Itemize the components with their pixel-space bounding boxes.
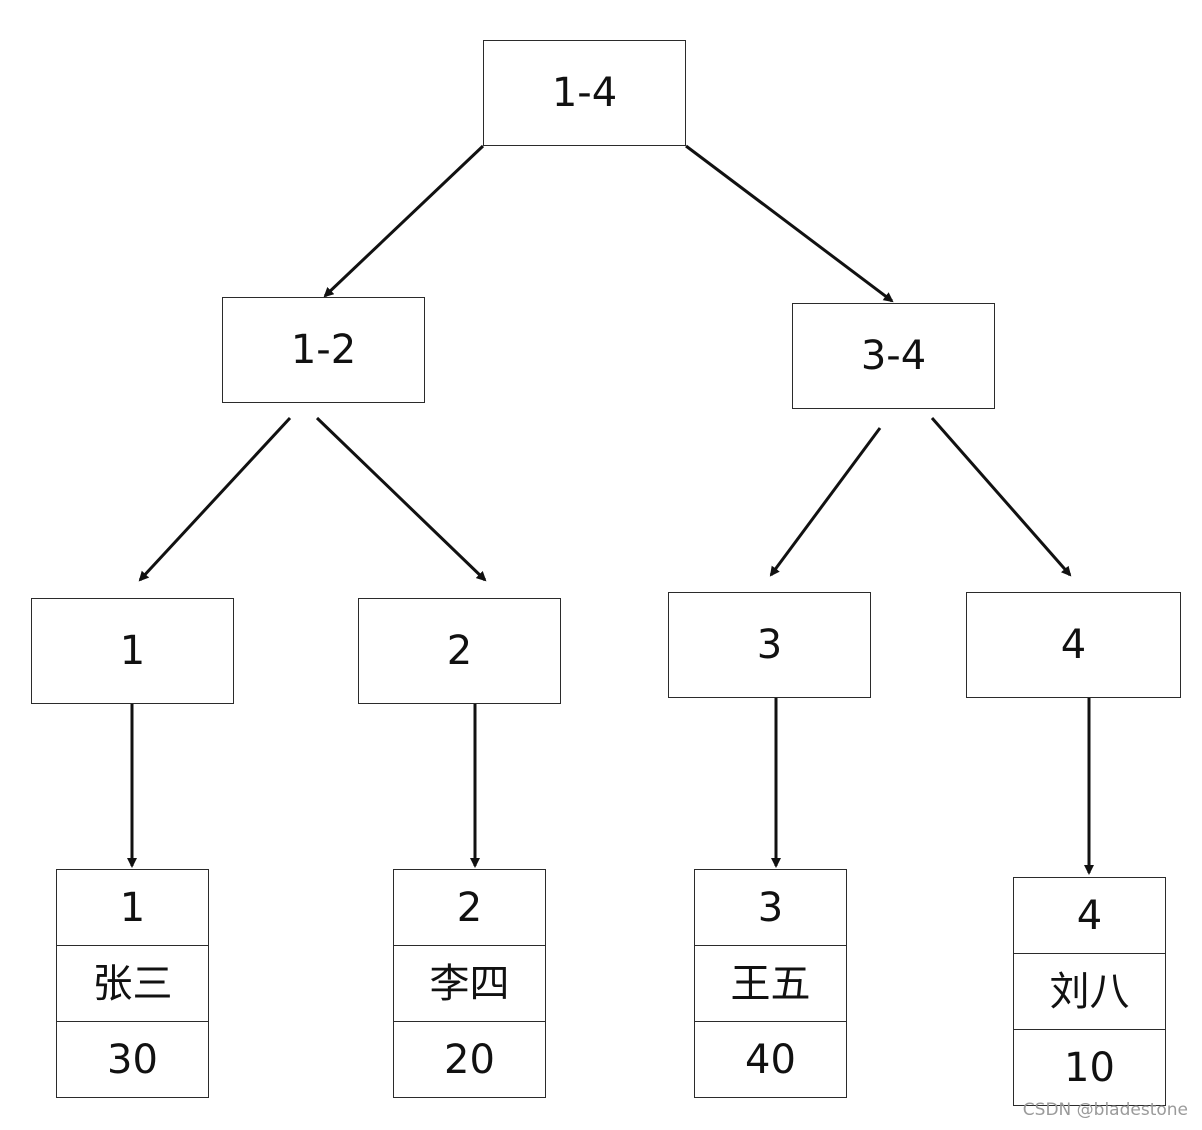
record-3: 3 王五 40 [694, 869, 847, 1098]
edge-root-to-right [685, 144, 894, 303]
record-2: 2 李四 20 [393, 869, 546, 1098]
range-node-3-4: 3-4 [792, 303, 995, 409]
watermark: CSDN @bladestone [1022, 1100, 1188, 1120]
leaf-node-label: 4 [1060, 622, 1087, 668]
edge-left-to-leaf-1 [138, 416, 292, 582]
leaf-node-2: 2 [358, 598, 561, 704]
leaf-node-label: 2 [446, 628, 473, 674]
range-node-1-2: 1-2 [222, 297, 425, 403]
record-id-cell: 3 [757, 884, 784, 931]
edge-left-to-leaf-2 [315, 416, 487, 582]
record-value-cell: 10 [1014, 1029, 1165, 1105]
record-name-cell: 王五 [695, 945, 846, 1021]
record-value-cell: 30 [57, 1021, 208, 1097]
leaf-node-label: 3 [756, 622, 783, 668]
edge-root-to-left [323, 144, 485, 298]
root-node: 1-4 [483, 40, 686, 146]
root-node-label: 1-4 [551, 70, 618, 116]
record-name-cell: 张三 [57, 945, 208, 1021]
record-4: 4 刘八 10 [1013, 877, 1166, 1106]
record-value-cell: 40 [695, 1021, 846, 1097]
range-node-label: 1-2 [290, 327, 357, 373]
leaf-node-1: 1 [31, 598, 234, 704]
edge-right-to-leaf-4 [930, 417, 1072, 577]
leaf-node-3: 3 [668, 592, 871, 698]
record-name-cell: 李四 [394, 945, 545, 1021]
record-id-cell: 2 [456, 884, 483, 931]
record-name-cell: 刘八 [1014, 953, 1165, 1029]
range-node-label: 3-4 [860, 333, 927, 379]
record-1: 1 张三 30 [56, 869, 209, 1098]
edge-right-to-leaf-3 [769, 427, 882, 577]
leaf-node-4: 4 [966, 592, 1181, 698]
leaf-node-label: 1 [119, 628, 146, 674]
record-id-cell: 1 [119, 884, 146, 931]
record-id-cell: 4 [1076, 892, 1103, 939]
record-value-cell: 20 [394, 1021, 545, 1097]
